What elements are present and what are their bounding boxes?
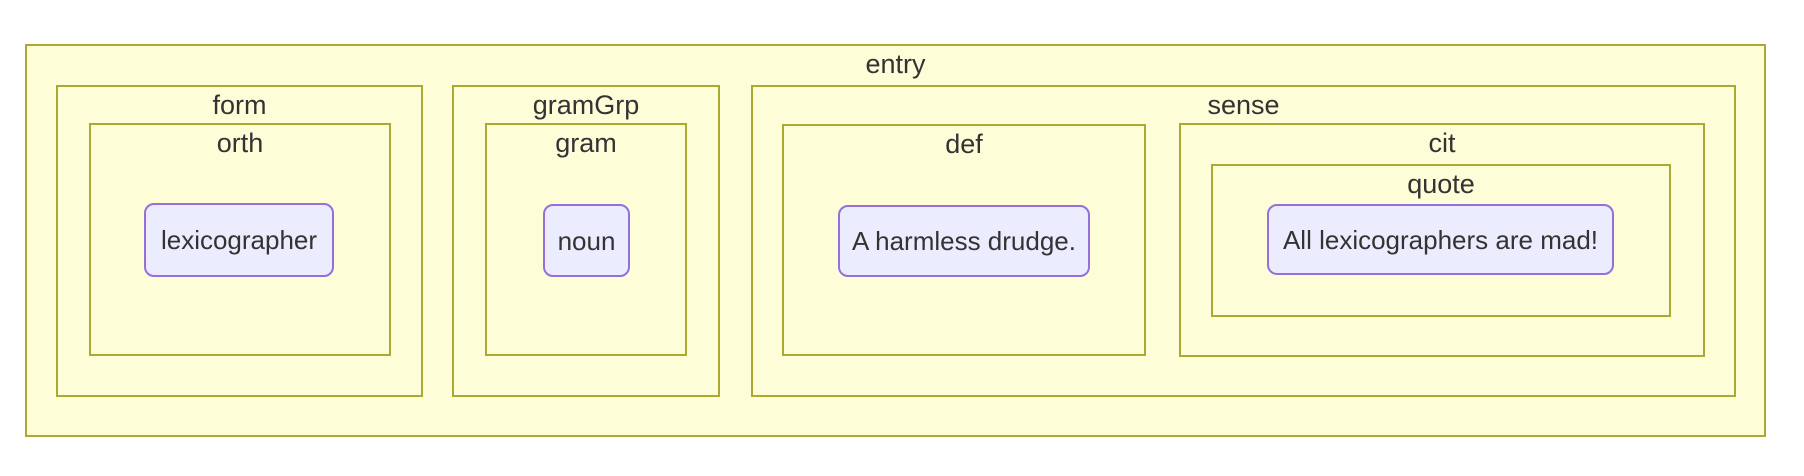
sense-label: sense xyxy=(1207,90,1280,120)
gramgrp-cluster: gramGrp gram noun xyxy=(452,85,720,397)
quote-value-text: All lexicographers are mad! xyxy=(1282,224,1599,255)
quote-value-node: All lexicographers are mad! xyxy=(1267,204,1614,275)
orth-value-node: lexicographer xyxy=(144,203,334,277)
gram-value-node: noun xyxy=(543,204,630,277)
gram-cluster: gram noun xyxy=(485,123,687,356)
orth-label: orth xyxy=(216,128,264,158)
gram-label: gram xyxy=(555,128,617,158)
sense-cluster: sense def A harmless drudge. cit quote A… xyxy=(751,85,1736,397)
def-value-node: A harmless drudge. xyxy=(838,205,1090,277)
gram-value-text: noun xyxy=(557,225,616,256)
quote-cluster: quote All lexicographers are mad! xyxy=(1211,164,1671,317)
quote-label: quote xyxy=(1407,169,1475,199)
orth-cluster: orth lexicographer xyxy=(89,123,391,356)
cit-cluster: cit quote All lexicographers are mad! xyxy=(1179,123,1705,357)
def-cluster: def A harmless drudge. xyxy=(782,124,1146,356)
cit-label: cit xyxy=(1428,128,1456,158)
def-value-text: A harmless drudge. xyxy=(851,226,1076,256)
form-cluster: form orth lexicographer xyxy=(56,85,423,397)
gramgrp-label: gramGrp xyxy=(532,90,640,120)
def-label: def xyxy=(945,129,983,159)
entry-label: entry xyxy=(865,49,926,79)
form-label: form xyxy=(212,90,267,120)
orth-value-text: lexicographer xyxy=(160,225,318,255)
entry-cluster: entry form orth lexicographer gramGrp gr… xyxy=(25,44,1766,437)
